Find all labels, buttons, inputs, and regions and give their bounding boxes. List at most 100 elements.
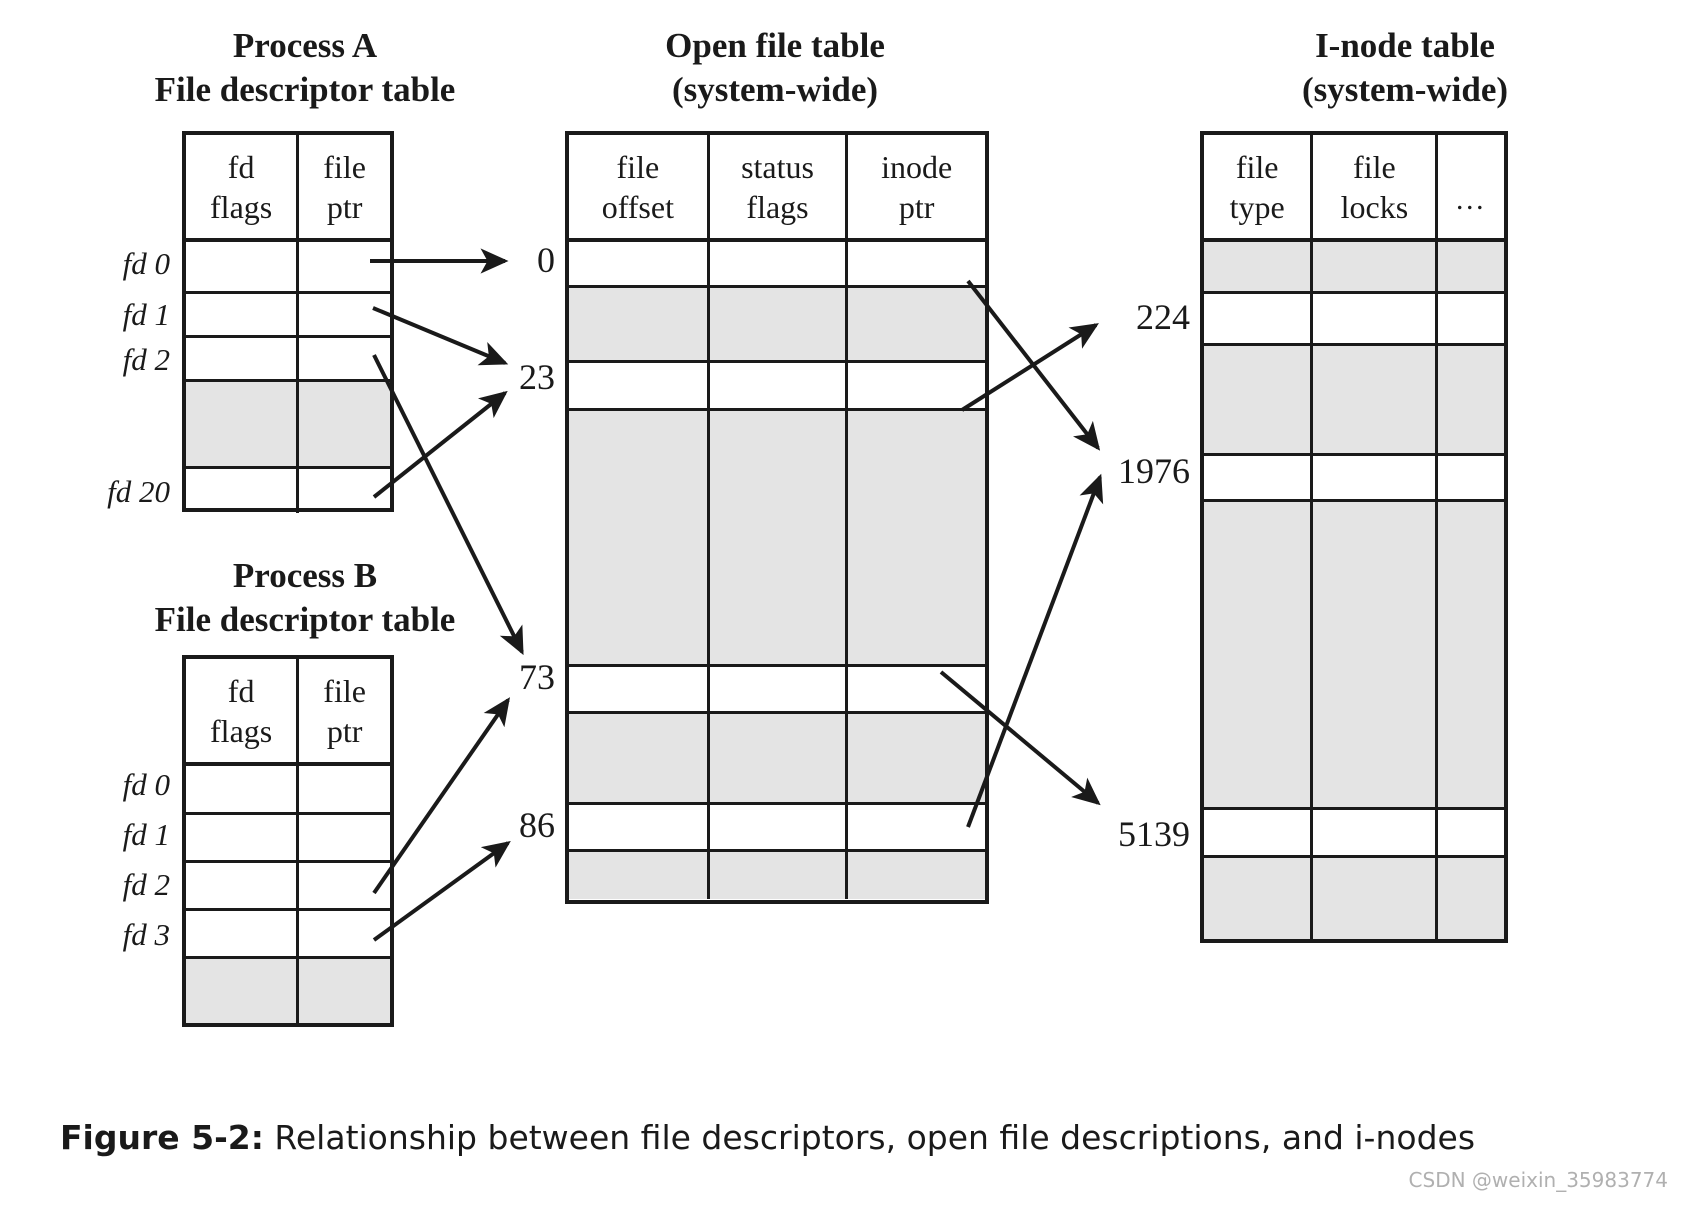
open-file-cell-inodeptr — [848, 714, 986, 802]
open-file-table-title-line2: (system-wide) — [671, 70, 879, 109]
inode-cell-filetype — [1204, 456, 1314, 499]
open-file-col-file-offset-line1: file — [616, 148, 660, 185]
open-file-cell-inodeptr — [848, 363, 985, 408]
process-a-cell-fdflags — [186, 469, 300, 513]
inode-col-file-type-line2: type — [1229, 188, 1285, 225]
table-row — [1204, 456, 1504, 502]
watermark: CSDN @weixin_35983774 — [1408, 1168, 1668, 1192]
process-a-title: Process A File descriptor table — [95, 24, 515, 112]
open-file-cell-status — [709, 852, 849, 899]
inode-col-more-ellipsis: … — [1454, 182, 1488, 216]
process-a-cell-fdflags — [186, 294, 300, 335]
process-a-row-label-fd2: fd 2 — [122, 342, 170, 377]
process-a-cell-fileptr — [299, 338, 390, 379]
figure-number: Figure 5-2: — [60, 1118, 264, 1157]
open-file-cell-status — [710, 667, 849, 711]
table-row — [569, 411, 986, 667]
process-b-col-fd-flags-line2: flags — [210, 712, 273, 749]
open-file-cell-offset — [569, 805, 710, 849]
inode-table-title: I-node table (system-wide) — [1185, 24, 1625, 112]
table-row — [186, 242, 390, 294]
open-file-cell-offset — [569, 363, 710, 408]
open-file-cell-status — [709, 714, 849, 802]
process-b-col-file-ptr-line1: file — [323, 672, 366, 709]
table-row — [186, 382, 390, 469]
process-a-cell-fileptr — [299, 242, 390, 291]
table-row — [1204, 346, 1504, 456]
open-file-cell-inodeptr — [848, 805, 985, 849]
inode-col-file-locks-line1: file — [1353, 148, 1396, 185]
inode-cell-filetype — [1204, 502, 1314, 807]
inode-cell-filelocks — [1313, 810, 1439, 855]
inode-index-5139: 5139 — [1118, 814, 1190, 854]
open-file-index-23: 23 — [519, 357, 555, 397]
process-a-cell-fdflags — [186, 382, 300, 466]
table-row — [186, 469, 390, 513]
inode-cell-filelocks — [1313, 858, 1439, 939]
open-file-index-0: 0 — [537, 240, 555, 280]
process-a-title-line2: File descriptor table — [154, 70, 456, 109]
table-row — [1204, 810, 1504, 858]
process-b-cell-fileptr — [299, 766, 390, 812]
process-a-cell-fdflags — [186, 338, 300, 379]
table-row — [569, 288, 986, 363]
inode-cell-filetype — [1204, 858, 1314, 939]
table-row — [186, 959, 390, 1023]
table-row — [569, 667, 985, 714]
process-b-title-line2: File descriptor table — [154, 600, 456, 639]
open-file-col-inode-ptr-line2: ptr — [898, 188, 935, 225]
inode-table-title-line1: I-node table — [1315, 26, 1495, 65]
inode-col-more: … — [1438, 135, 1504, 238]
inode-index-224: 224 — [1136, 297, 1190, 337]
open-file-index-86: 86 — [519, 805, 555, 845]
process-b-cell-fdflags — [186, 863, 300, 908]
inode-col-file-locks-line2: locks — [1340, 188, 1409, 225]
open-file-cell-inodeptr — [848, 411, 986, 664]
inode-cell-filelocks — [1313, 294, 1439, 343]
process-a-cell-fdflags — [186, 242, 300, 291]
open-file-table: file offset status flags inode ptr — [565, 131, 989, 904]
table-row — [186, 766, 390, 815]
table-row — [186, 338, 390, 382]
inode-table-header-row: file type file locks … — [1204, 135, 1504, 242]
process-a-col-file-ptr-line1: file — [323, 148, 366, 185]
open-file-cell-offset — [569, 411, 710, 664]
inode-cell-filelocks — [1313, 456, 1439, 499]
table-row — [569, 363, 985, 411]
inode-cell-filetype — [1204, 810, 1314, 855]
table-row — [569, 242, 985, 288]
process-b-col-fd-flags: fd flags — [186, 659, 300, 762]
open-file-table-header-row: file offset status flags inode ptr — [569, 135, 985, 242]
process-b-cell-fdflags — [186, 959, 300, 1023]
open-file-col-inode-ptr-line1: inode — [881, 148, 953, 185]
open-file-index-73: 73 — [519, 657, 555, 697]
table-row — [186, 863, 390, 911]
process-a-header-row: fd flags file ptr — [186, 135, 390, 242]
process-b-col-file-ptr-line2: ptr — [326, 712, 363, 749]
table-row — [569, 714, 986, 805]
open-file-col-status-flags-line2: flags — [746, 188, 809, 225]
inode-cell-more — [1438, 502, 1504, 807]
process-b-cell-fileptr — [299, 911, 390, 956]
table-row — [1204, 502, 1504, 810]
process-a-row-label-fd0: fd 0 — [122, 246, 170, 281]
open-file-cell-inodeptr — [848, 288, 986, 360]
open-file-cell-offset — [569, 714, 710, 802]
table-row — [569, 852, 986, 899]
open-file-table-title: Open file table (system-wide) — [560, 24, 990, 112]
process-b-cell-fileptr — [299, 863, 390, 908]
figure-caption: Figure 5-2: Relationship between file de… — [60, 1118, 1630, 1158]
process-b-row-label-fd0: fd 0 — [122, 767, 170, 802]
inode-col-file-locks: file locks — [1313, 135, 1439, 238]
open-file-cell-status — [709, 288, 849, 360]
inode-table-title-line2: (system-wide) — [1301, 70, 1509, 109]
open-file-cell-status — [710, 363, 849, 408]
process-a-table: fd flags file ptr — [182, 131, 394, 513]
table-row — [569, 805, 985, 852]
table-row — [1204, 858, 1504, 939]
inode-col-file-type-line1: file — [1235, 148, 1279, 185]
open-file-col-status-flags-line1: status — [741, 148, 814, 185]
inode-cell-more — [1438, 242, 1504, 291]
process-a-col-fd-flags-line2: flags — [210, 188, 273, 225]
table-row — [186, 911, 390, 959]
